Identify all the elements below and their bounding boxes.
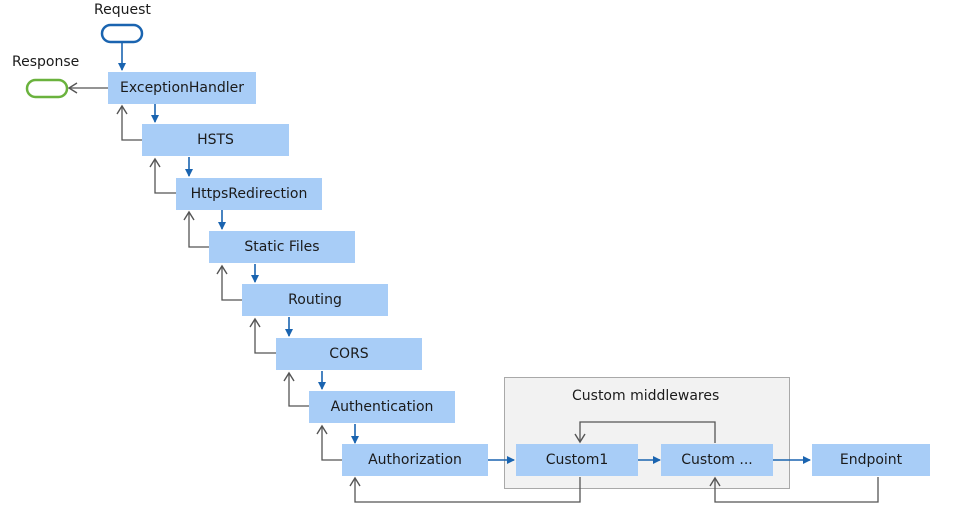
authentication-box: Authentication xyxy=(309,391,455,423)
httpsredirection-box: HttpsRedirection xyxy=(176,178,322,210)
hsts-box: HSTS xyxy=(142,124,289,156)
authorization-box: Authorization xyxy=(342,444,488,476)
request-label: Request xyxy=(94,2,151,18)
custom1-box: Custom1 xyxy=(516,444,638,476)
cors-box: CORS xyxy=(276,338,422,370)
response-flow-arrows xyxy=(67,82,879,503)
response-pill-icon xyxy=(25,78,69,99)
custom-more-box: Custom ... xyxy=(661,444,773,476)
request-flow-arrows xyxy=(118,43,811,464)
request-pill-icon xyxy=(100,23,144,44)
exceptionhandler-box: ExceptionHandler xyxy=(108,72,256,104)
response-label: Response xyxy=(12,54,80,70)
routing-box: Routing xyxy=(242,284,388,316)
endpoint-box: Endpoint xyxy=(812,444,930,476)
static-files-box: Static Files xyxy=(209,231,355,263)
custom-middlewares-label: Custom middlewares xyxy=(572,388,720,404)
